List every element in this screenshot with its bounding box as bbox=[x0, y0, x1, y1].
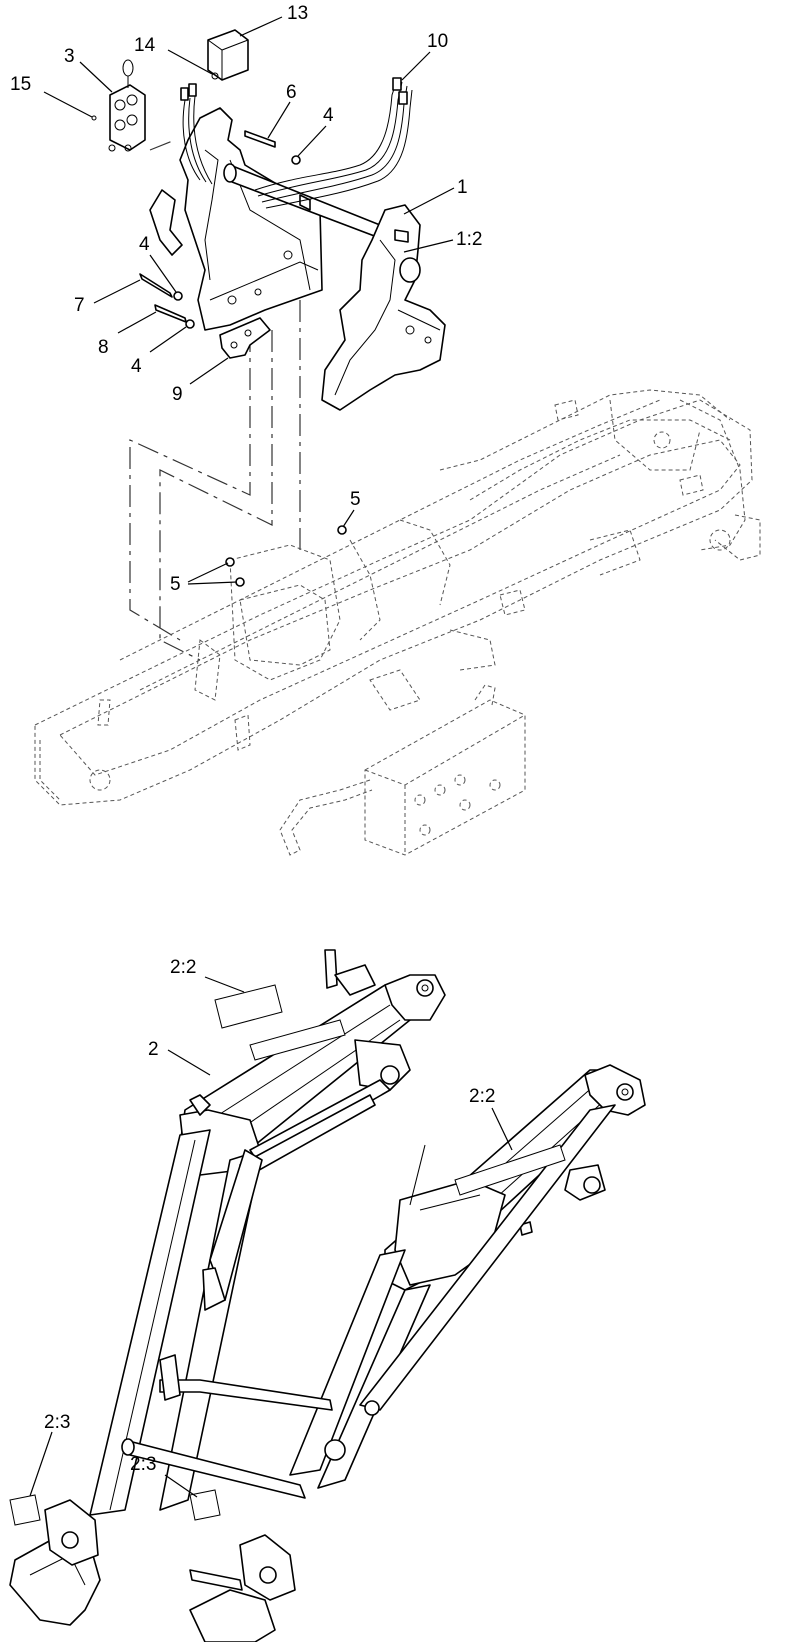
decal-2-2-loose bbox=[214, 984, 283, 1029]
callout-5-upper: 5 bbox=[350, 489, 361, 510]
callout-3: 3 bbox=[64, 46, 75, 67]
pin-6 bbox=[244, 130, 276, 148]
callout-4-low: 4 bbox=[131, 356, 142, 377]
washer-4-low bbox=[185, 319, 195, 329]
coupler-cover bbox=[207, 29, 249, 81]
bolt-8 bbox=[154, 304, 187, 323]
cross-beams bbox=[121, 1267, 333, 1499]
callout-2: 2 bbox=[148, 1039, 159, 1060]
decals bbox=[9, 984, 566, 1526]
callout-9: 9 bbox=[172, 384, 183, 405]
top-callouts: 13 14 3 15 6 4 10 1 1:2 4 7 8 4 bbox=[10, 3, 482, 595]
callout-2-3-left: 2:3 bbox=[44, 1412, 70, 1433]
bolt-7 bbox=[139, 273, 173, 298]
callout-4-mid: 4 bbox=[139, 234, 150, 255]
left-mounting-bracket bbox=[149, 107, 323, 331]
small-hardware bbox=[91, 72, 347, 587]
nut-5a bbox=[337, 525, 347, 535]
nut-5b bbox=[225, 557, 235, 567]
right-upright bbox=[289, 1104, 616, 1489]
hydraulic-hoses bbox=[180, 77, 413, 209]
callout-2-3-right: 2:3 bbox=[130, 1454, 156, 1475]
decal-2-2-right-arm bbox=[454, 1144, 566, 1196]
right-mounting-bracket bbox=[321, 204, 446, 411]
left-boom-arm bbox=[179, 949, 446, 1176]
callout-2-2-right: 2:2 bbox=[469, 1086, 495, 1107]
decal-2-3-right bbox=[189, 1489, 221, 1521]
callout-6: 6 bbox=[286, 82, 297, 103]
bottom-assembly: 2:2 2 2:2 2:3 2:3 bbox=[9, 949, 646, 1642]
decal-2-2-left-arm bbox=[249, 1019, 346, 1061]
left-upright bbox=[89, 1079, 391, 1516]
callout-8: 8 bbox=[98, 337, 109, 358]
callout-7: 7 bbox=[74, 295, 85, 316]
washer-4-top bbox=[291, 155, 301, 165]
nut-5c bbox=[235, 577, 245, 587]
tractor-frame bbox=[34, 389, 761, 806]
callout-1: 1 bbox=[457, 177, 468, 198]
callout-13: 13 bbox=[287, 3, 308, 24]
cross-tube bbox=[223, 163, 386, 241]
decal-2-3-left bbox=[9, 1494, 41, 1526]
nut-14 bbox=[211, 72, 219, 80]
callout-2-2-top: 2:2 bbox=[170, 957, 196, 978]
washer-4-mid bbox=[173, 291, 183, 301]
hydraulic-valve-block bbox=[279, 684, 526, 856]
top-assembly: 13 14 3 15 6 4 10 1 1:2 4 7 8 4 bbox=[10, 3, 761, 856]
callout-14: 14 bbox=[134, 35, 156, 56]
callout-4-top: 4 bbox=[323, 105, 334, 126]
callout-5-lower: 5 bbox=[170, 574, 181, 595]
bottom-callouts: 2:2 2 2:2 2:3 2:3 bbox=[29, 957, 513, 1498]
right-boom-arm bbox=[384, 1064, 646, 1291]
callout-15: 15 bbox=[10, 74, 31, 95]
callout-10: 10 bbox=[427, 31, 448, 52]
phantom-assembly-lines bbox=[129, 139, 301, 661]
screw-15 bbox=[91, 115, 97, 121]
quick-coupler bbox=[108, 59, 146, 152]
callout-1-2: 1:2 bbox=[456, 229, 482, 250]
attachment-plates bbox=[9, 1499, 296, 1642]
